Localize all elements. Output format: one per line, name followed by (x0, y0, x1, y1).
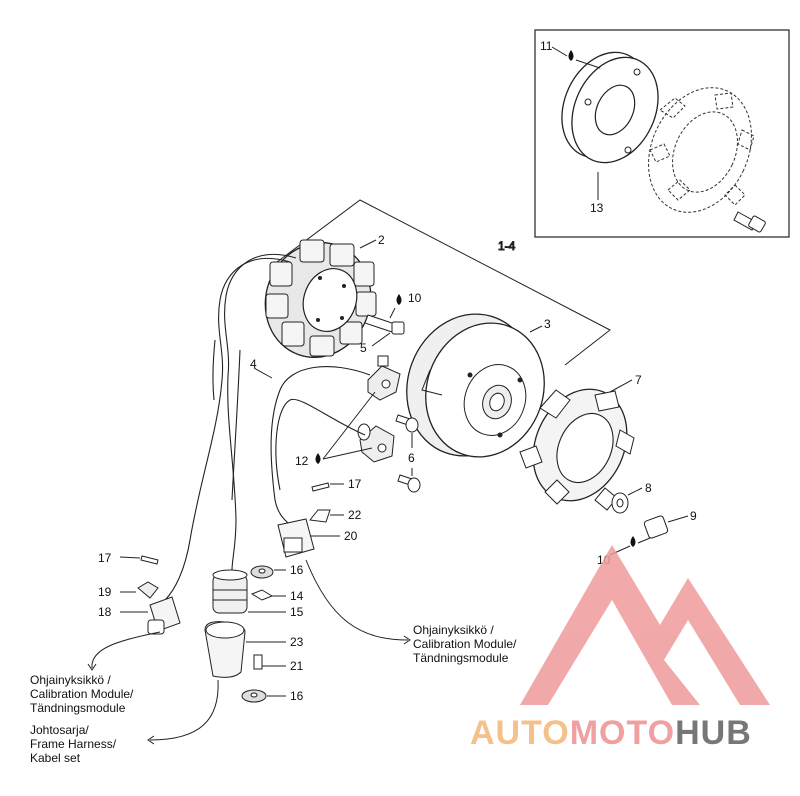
svg-text:AUTOMOTOHUB: AUTOMOTOHUB (470, 714, 752, 752)
callout-14: 14 (290, 589, 304, 603)
assembly-bracket: 1-4 (276, 199, 611, 366)
watermark-hub: HUB (675, 714, 752, 752)
flywheel: 3 (406, 313, 551, 458)
callout-12: 12 (295, 454, 309, 468)
sensor-screw-lower (397, 474, 421, 493)
svg-text:Ohjainyksikkö /: Ohjainyksikkö / (30, 673, 111, 687)
pickup-sensor-lower (357, 423, 395, 463)
callout-22: 22 (348, 508, 362, 522)
terminal-14: 14 (250, 589, 304, 603)
svg-text:Johtosarja/: Johtosarja/ (30, 723, 89, 737)
pickup-sensor-upper (367, 355, 401, 401)
callout-17-upper: 17 (348, 477, 362, 491)
harness-connector: 18 (98, 596, 181, 635)
sealant-drop-icon (315, 453, 321, 464)
sealant-drop-icon (568, 50, 574, 61)
note-calibration-module-right: Ohjainyksikkö / Calibration Module/ Tänd… (413, 623, 517, 665)
inset-box: 11 13 (534, 29, 790, 238)
callout-6: 6 (408, 451, 415, 465)
callout-5: 5 (360, 341, 367, 355)
callout-10-upper: 10 (408, 291, 422, 305)
callout-2: 2 (378, 233, 385, 247)
cap-upper: 16 (250, 563, 304, 579)
callout-15: 15 (290, 605, 304, 619)
protective-sleeve: 23 (204, 621, 304, 678)
svg-text:Calibration Module/: Calibration Module/ (30, 687, 134, 701)
stator-screw: 5 (360, 314, 405, 355)
callout-18: 18 (98, 605, 112, 619)
callout-17-lower: 17 (98, 551, 112, 565)
svg-text:Frame Harness/: Frame Harness/ (30, 737, 117, 751)
sealant-drop-icon (396, 294, 402, 305)
callout-9: 9 (690, 509, 697, 523)
bolt-inset (733, 211, 766, 233)
watermark-text: AUTOMOTOHUB (470, 714, 752, 752)
callout-16-lower: 16 (290, 689, 304, 703)
trigger-wheel-dashed (648, 87, 755, 213)
callout-8: 8 (645, 481, 652, 495)
stator-wiring (164, 253, 297, 601)
callout-23: 23 (290, 635, 304, 649)
watermark-logo (520, 545, 770, 705)
trigger-wheel: 7 (519, 373, 642, 511)
flywheel-bolt: 9 (643, 509, 697, 539)
flywheel-ring-part (561, 51, 659, 164)
callout-19: 19 (98, 585, 112, 599)
svg-text:Tändningsmodule: Tändningsmodule (413, 651, 509, 665)
callout-16-upper: 16 (290, 563, 304, 577)
callout-1-4: 1-4 (498, 239, 516, 253)
watermark-moto: MOTO (570, 714, 675, 752)
washer: 8 (611, 481, 652, 514)
terminal-pin: 17 (311, 477, 362, 492)
sealant-drop-icon (630, 536, 636, 547)
callout-21: 21 (290, 659, 304, 673)
note-arrows (87, 559, 411, 745)
sensor-connector: 20 (277, 518, 358, 558)
callout-3: 3 (544, 317, 551, 331)
rubber-boot: 15 (212, 569, 304, 619)
svg-text:Ohjainyksikkö /: Ohjainyksikkö / (413, 623, 494, 637)
watermark-auto: AUTO (470, 714, 570, 752)
callout-4: 4 (250, 357, 257, 371)
svg-text:Calibration Module/: Calibration Module/ (413, 637, 517, 651)
sensor-screw-upper (395, 414, 419, 433)
note-calibration-module-left: Ohjainyksikkö / Calibration Module/ Tänd… (30, 673, 134, 715)
connector-lock: 19 (98, 581, 159, 599)
callout-13: 13 (590, 201, 604, 215)
svg-text:Tändningsmodule: Tändningsmodule (30, 701, 126, 715)
callout-7: 7 (635, 373, 642, 387)
svg-text:Kabel set: Kabel set (30, 751, 81, 765)
terminal-pin-left: 17 (98, 551, 159, 565)
cap-lower: 16 (241, 689, 304, 703)
wire-clip: 22 (309, 508, 362, 523)
stator: 2 (264, 233, 385, 358)
terminal-21: 21 (253, 654, 304, 673)
note-frame-harness: Johtosarja/ Frame Harness/ Kabel set (30, 723, 117, 765)
sensor-wiring (270, 366, 371, 526)
callout-11: 11 (540, 39, 553, 53)
callout-20: 20 (344, 529, 358, 543)
